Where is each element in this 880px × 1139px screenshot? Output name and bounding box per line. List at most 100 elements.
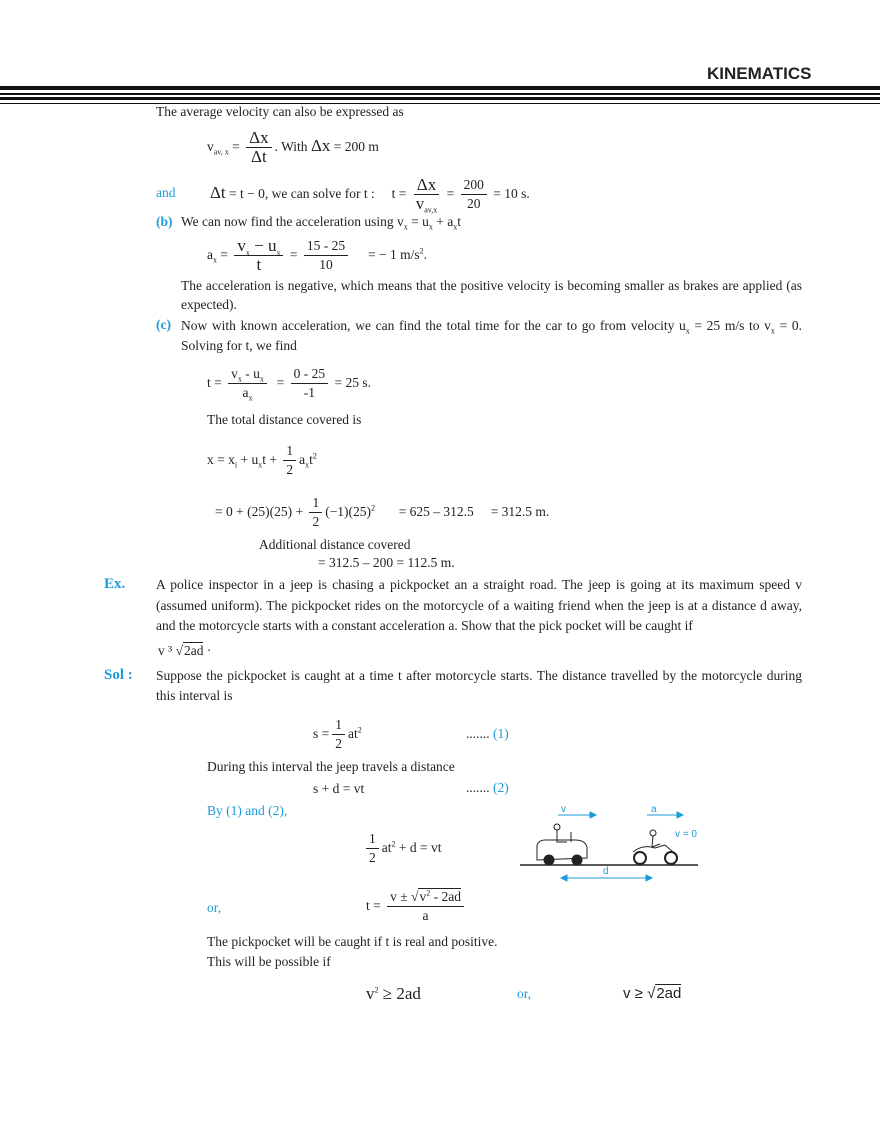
sqrt-radicand: 2ad [655, 984, 682, 1002]
header-rule [0, 97, 880, 100]
possible-text: This will be possible if [207, 954, 331, 969]
arrowhead [676, 811, 685, 819]
eq-text: = 10 s. [493, 186, 530, 201]
eq-text: = 312.5 m. [490, 504, 550, 519]
eq-text: s = [313, 726, 330, 741]
eq-text: . With [274, 139, 308, 154]
jeep-distance-text: During this interval the jeep travels a … [207, 759, 455, 774]
eq-text: v [419, 889, 427, 905]
solution-label: Sol : [104, 667, 133, 683]
eq-sup: 2 [391, 839, 396, 849]
header-rule [0, 93, 880, 95]
eq-sub: x [237, 375, 242, 385]
eq-text: = 0 + (25)(25) + [215, 504, 304, 519]
eq-text: a [207, 247, 213, 262]
eq-text: · [203, 643, 212, 658]
motorcycle-velocity-label: v = 0 [675, 829, 697, 840]
solution-text: Suppose the pickpocket is caught at a ti… [156, 668, 802, 703]
eq-text: = 25 s. [334, 375, 372, 390]
eq-sub: av, x [213, 147, 229, 157]
example-text: A police inspector in a jeep is chasing … [156, 577, 802, 633]
denominator: 2 [312, 514, 320, 530]
eq-sub: x [276, 248, 281, 258]
sqrt-radicand: v2 - 2ad [418, 888, 461, 905]
or-label: or, [517, 986, 532, 1001]
eq-sub: x [213, 255, 217, 265]
eq-text: Δx [310, 136, 331, 155]
eq-text: = 200 m [333, 139, 379, 154]
eq-sub: av,x [424, 205, 438, 215]
eq-sub: x [245, 248, 250, 258]
eq-sub: x [258, 460, 263, 470]
eq-text: − u [249, 236, 277, 256]
denominator: 2 [369, 850, 376, 866]
sqrt-radicand: 2ad [182, 642, 204, 658]
eq-sup: 2 [419, 246, 424, 256]
eq-text: t [457, 214, 461, 229]
jeep-motorcycle-diagram: v a v = 0 d [520, 804, 698, 882]
example-condition: v ³ √2ad · [158, 642, 212, 658]
part-b-text: We can now find the acceleration using v… [181, 213, 461, 231]
eq-sup: 2 [357, 725, 362, 735]
eq-sub: x [685, 326, 690, 336]
eq-text: + u [237, 452, 259, 467]
eq-text: ≥ 2ad [378, 984, 421, 1003]
and-label: and [156, 185, 176, 200]
eq-text: Δt [210, 183, 226, 202]
eq-sup: 2 [371, 503, 376, 513]
denominator: ax [240, 384, 256, 402]
part-c-label: (c) [156, 317, 171, 332]
denominator: 2 [335, 736, 342, 752]
part-b-label: (b) [156, 214, 173, 229]
equation-1-tag: ....... (1) [466, 725, 509, 743]
arrowhead [645, 874, 654, 882]
numerator: 1 [366, 831, 379, 850]
eq-text: We can now find the acceleration using v [181, 214, 404, 229]
eq-text: v ± [390, 889, 412, 905]
eq-text: t = [366, 898, 381, 913]
eq-text: . [423, 247, 427, 262]
eq-text: t + [262, 452, 277, 467]
eq-text: + d = vt [395, 840, 442, 855]
eq-tag: (1) [493, 726, 509, 741]
eq-text: x = x [207, 452, 235, 467]
numerator: Δx [246, 129, 272, 149]
total-distance-label: The total distance covered is [207, 412, 362, 427]
eq-text: = u [407, 214, 429, 229]
equation-condition-final: v ≥ √2ad [623, 984, 682, 1002]
motorcycle-icon [632, 829, 678, 865]
numerator: 200 [460, 177, 487, 196]
eq-text: t = [207, 375, 222, 390]
numerator: 0 - 25 [290, 366, 329, 385]
denominator: Δt [251, 147, 267, 167]
header-rule-thick [0, 86, 880, 90]
eq-text: (−1)(25) [325, 504, 372, 519]
numerator: v ± √v2 - 2ad [387, 888, 464, 908]
denominator: -1 [303, 385, 315, 401]
eq-text: = 625 – 312.5 [398, 504, 474, 519]
eq-text: Now with known acceleration, we can find… [181, 318, 686, 333]
eq-text: + a [432, 214, 454, 229]
by-1-and-2: By (1) and (2), [207, 803, 288, 818]
arrowhead [589, 811, 598, 819]
equation-2-tag: ....... (2) [466, 779, 509, 797]
denominator: t [256, 255, 262, 275]
numerator: vx − ux [234, 236, 284, 258]
denominator: vav,x [413, 195, 441, 215]
numerator: 1 [283, 443, 297, 462]
eq-sub: x [453, 222, 458, 232]
or-label: or, [207, 900, 222, 915]
numerator: 15 - 25 [303, 238, 349, 257]
numerator: 1 [309, 495, 323, 514]
